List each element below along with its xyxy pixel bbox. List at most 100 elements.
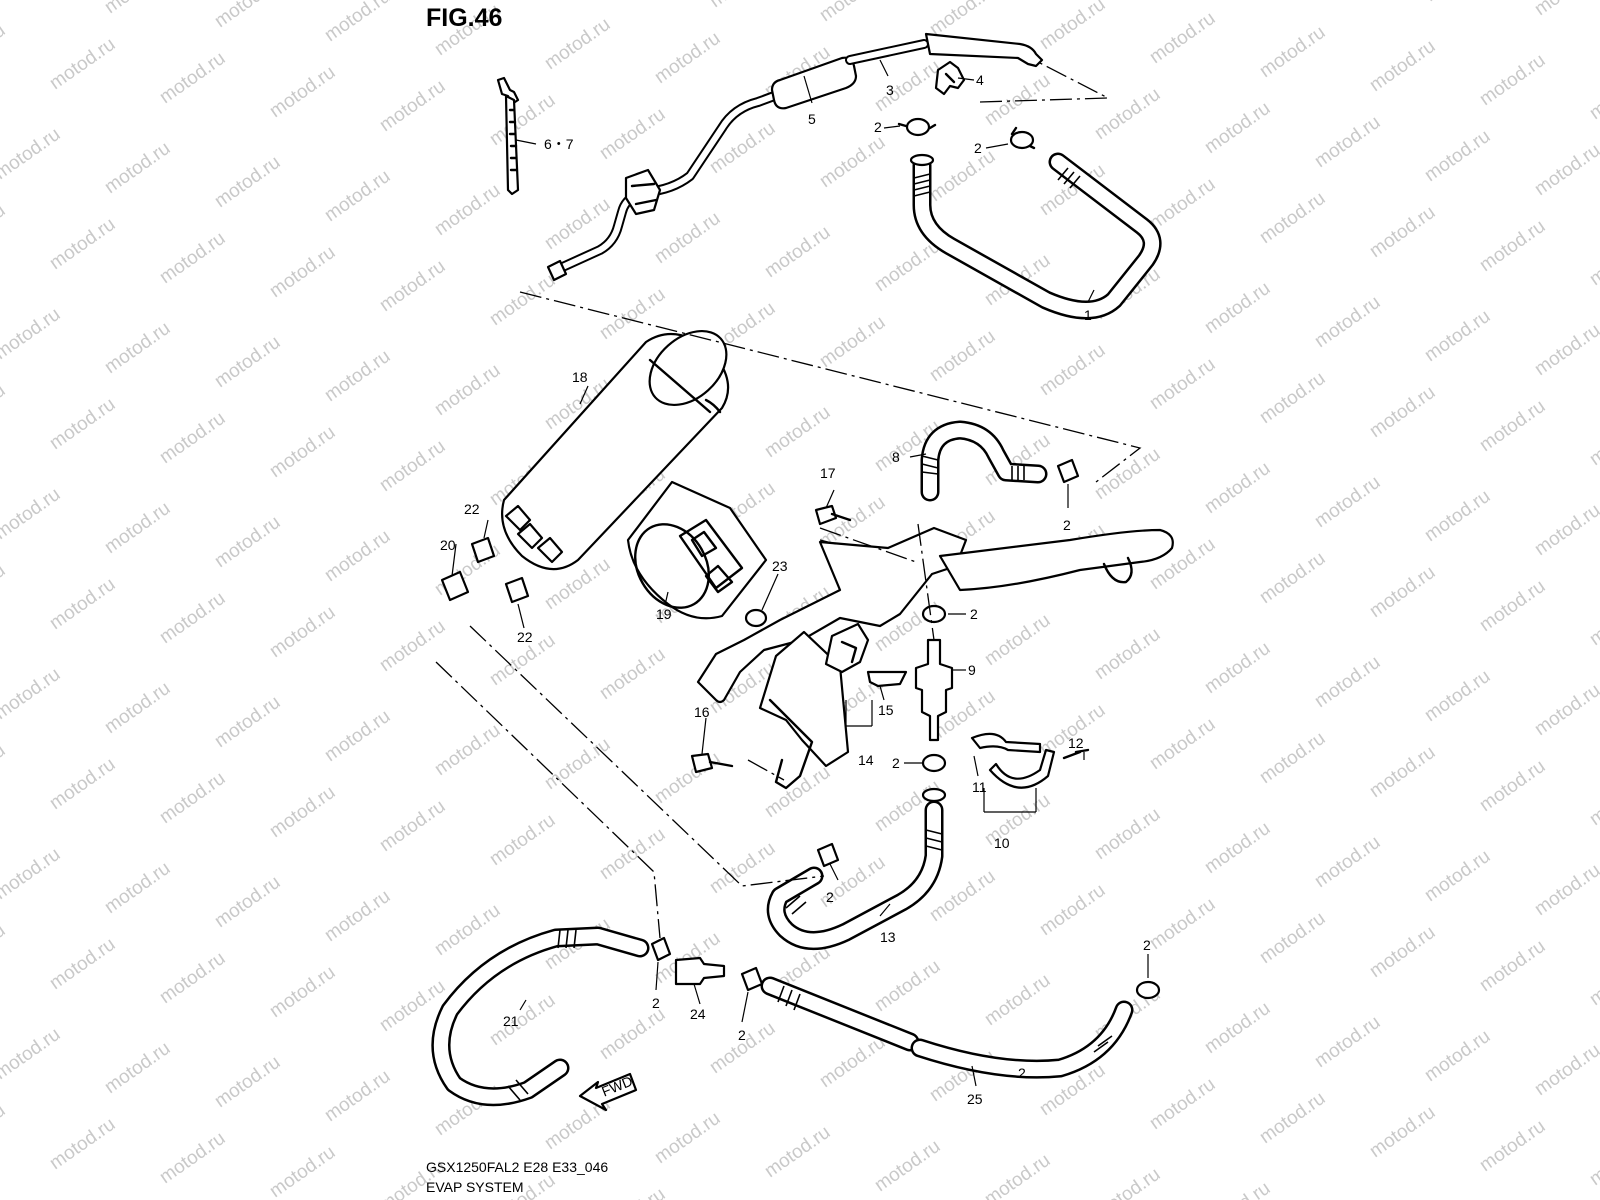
watermark-text: motod.ru	[1146, 1074, 1219, 1134]
watermark-text: motod.ru	[1531, 680, 1600, 740]
watermark-text: motod.ru	[1311, 1012, 1384, 1072]
callout-22: 22	[464, 501, 480, 517]
watermark-text: motod.ru	[761, 222, 834, 282]
watermark-text: motod.ru	[761, 762, 834, 822]
watermark-text: motod.ru	[0, 920, 9, 980]
callout-2: 2	[1018, 1065, 1026, 1081]
watermark-text: motod.ru	[1476, 50, 1549, 110]
tie-strap-6-7	[496, 76, 520, 196]
watermark-text: motod.ru	[1586, 64, 1600, 124]
watermark-text: motod.ru	[266, 962, 339, 1022]
callout-18: 18	[572, 369, 588, 385]
watermark-text: motod.ru	[1476, 756, 1549, 816]
watermark-text: motod.ru	[816, 312, 889, 372]
callout-9: 9	[968, 662, 976, 678]
watermark-text: motod.ru	[1256, 548, 1329, 608]
watermark-text: motod.ru	[651, 748, 724, 808]
watermark-text: motod.ru	[0, 844, 64, 904]
watermark-text: motod.ru	[1421, 846, 1494, 906]
watermark-text: motod.ru	[101, 318, 174, 378]
watermark-text: motod.ru	[541, 734, 614, 794]
watermark-text: motod.ru	[0, 560, 9, 620]
watermark-text: motod.ru	[1531, 320, 1600, 380]
link-lines	[435, 61, 1142, 939]
callout-6-7: 6・7	[544, 136, 574, 152]
watermark-text: motod.ru	[46, 574, 119, 634]
watermark-text: motod.ru	[1311, 832, 1384, 892]
watermark-text: motod.ru	[871, 956, 944, 1016]
watermark-text: motod.ru	[1256, 908, 1329, 968]
callout-13: 13	[880, 929, 896, 945]
callout-17: 17	[820, 465, 836, 481]
watermark-text: motod.ru	[1476, 396, 1549, 456]
watermark-text: motod.ru	[321, 166, 394, 226]
watermark-text: motod.ru	[1091, 84, 1164, 144]
watermark-text: motod.ru	[1256, 728, 1329, 788]
callout-19: 19	[656, 606, 672, 622]
watermark-text: motod.ru	[816, 0, 889, 26]
watermark-text: motod.ru	[1366, 202, 1439, 262]
watermark-text: motod.ru	[376, 436, 449, 496]
callout-24: 24	[690, 1006, 706, 1022]
clip-4	[934, 60, 966, 96]
watermark-text: motod.ru	[706, 0, 779, 12]
bolt-16	[690, 752, 734, 774]
watermark-text: motod.ru	[596, 104, 669, 164]
watermark-text: motod.ru	[816, 1032, 889, 1092]
callout-23: 23	[772, 558, 788, 574]
watermark-text: motod.ru	[1036, 880, 1109, 940]
watermark-text: motod.ru	[1366, 562, 1439, 622]
watermark-text: motod.ru	[376, 76, 449, 136]
callout-22: 22	[517, 629, 533, 645]
watermark-text: motod.ru	[981, 610, 1054, 670]
pipe-3	[845, 32, 1044, 68]
watermark-text: motod.ru	[376, 796, 449, 856]
watermark-text: motod.ru	[1091, 444, 1164, 504]
canister-holder-19	[626, 480, 768, 620]
bracket-assembly	[696, 526, 1174, 790]
watermark-text: motod.ru	[1036, 340, 1109, 400]
callout-16: 16	[694, 704, 710, 720]
watermark-text: motod.ru	[1531, 1040, 1600, 1100]
watermark-text: motod.ru	[1146, 714, 1219, 774]
watermark-text: motod.ru	[1201, 458, 1274, 518]
watermark-text: motod.ru	[1476, 576, 1549, 636]
watermark-text: motod.ru	[1476, 936, 1549, 996]
watermark-text: motod.ru	[1366, 742, 1439, 802]
watermark-text: motod.ru	[266, 782, 339, 842]
callout-10: 10	[994, 835, 1010, 851]
watermark-text: motod.ru	[156, 948, 229, 1008]
callout-2: 2	[1063, 517, 1071, 533]
canister-18	[501, 329, 730, 571]
watermark-text: motod.ru	[651, 28, 724, 88]
watermark-text: motod.ru	[211, 872, 284, 932]
watermark-text: motod.ru	[816, 132, 889, 192]
watermark-text: motod.ru	[1366, 382, 1439, 442]
watermark-text: motod.ru	[266, 242, 339, 302]
callout-25: 25	[967, 1091, 983, 1107]
callouts: 1 2 2 2 2 2 2 2 2 2 2 3 4 5 6・7 8 9 10 1…	[440, 72, 1151, 1107]
clamp-23	[744, 608, 768, 628]
watermark-text: motod.ru	[1311, 472, 1384, 532]
watermark-text: motod.ru	[211, 0, 284, 32]
watermark-text: motod.ru	[101, 0, 174, 18]
watermark-text: motod.ru	[1421, 486, 1494, 546]
callout-3: 3	[886, 82, 894, 98]
watermark-text: motod.ru	[211, 692, 284, 752]
watermark-text: motod.ru	[211, 1052, 284, 1112]
callout-2: 2	[738, 1027, 746, 1043]
callout-12: 12	[1068, 735, 1084, 751]
watermark-text: motod.ru	[1586, 770, 1600, 830]
watermark-text: motod.ru	[266, 1142, 339, 1200]
watermark-text: motod.ru	[1146, 894, 1219, 954]
watermark-text: motod.ru	[321, 886, 394, 946]
callout-2: 2	[970, 606, 978, 622]
watermark-text: motod.ru	[431, 900, 504, 960]
watermark-text: motod.ru	[1586, 410, 1600, 470]
watermark-text: motod.ru	[101, 138, 174, 198]
callout-15: 15	[878, 702, 894, 718]
watermark-text: motod.ru	[46, 34, 119, 94]
watermark-text: motod.ru	[1201, 818, 1274, 878]
watermark-text: motod.ru	[871, 1136, 944, 1196]
